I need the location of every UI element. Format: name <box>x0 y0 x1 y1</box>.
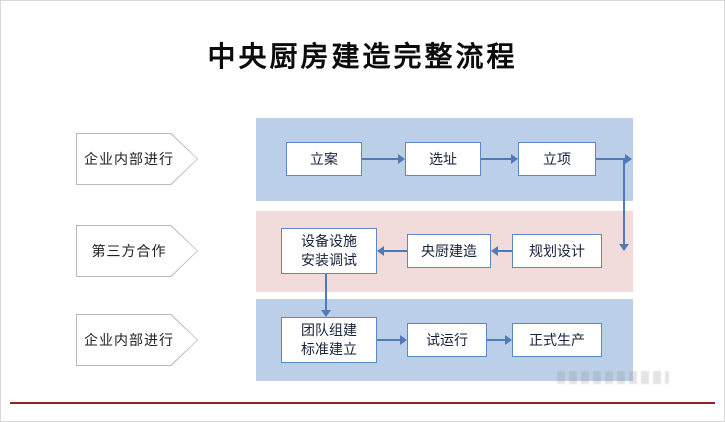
arrow-down-icon <box>619 158 629 251</box>
bottom-divider <box>10 402 715 404</box>
step-box-trial-run: 试运行 <box>407 323 487 357</box>
arrow-right-icon <box>481 154 518 164</box>
step-box-official-production: 正式生产 <box>512 323 602 357</box>
row-label-text: 企业内部进行 <box>77 315 197 365</box>
arrow-left-icon <box>491 246 512 256</box>
row-label-internal-1: 企业内部进行 <box>76 133 198 185</box>
step-box-site-selection: 选址 <box>405 142 481 176</box>
step-box-planning-design: 规划设计 <box>512 234 602 268</box>
row-label-text: 第三方合作 <box>77 226 197 276</box>
step-box-equipment-install: 设备设施 安装调试 <box>281 228 377 274</box>
row-label-text: 企业内部进行 <box>77 134 197 184</box>
row-label-thirdparty: 第三方合作 <box>76 225 198 277</box>
watermark <box>557 371 669 384</box>
step-box-kitchen-construction: 央厨建造 <box>407 234 491 268</box>
connector-line <box>596 154 632 164</box>
arrow-left-icon <box>377 246 407 256</box>
step-box-team-building: 团队组建 标准建立 <box>281 317 377 363</box>
page-title: 中央厨房建造完整流程 <box>207 40 518 73</box>
step-box-project-approval: 立项 <box>518 142 596 176</box>
arrow-right-icon <box>487 335 512 345</box>
row-label-internal-2: 企业内部进行 <box>76 314 198 366</box>
step-box-lian: 立案 <box>286 142 362 176</box>
arrow-down-icon <box>321 274 331 317</box>
arrow-right-icon <box>377 335 407 345</box>
arrow-right-icon <box>362 154 405 164</box>
